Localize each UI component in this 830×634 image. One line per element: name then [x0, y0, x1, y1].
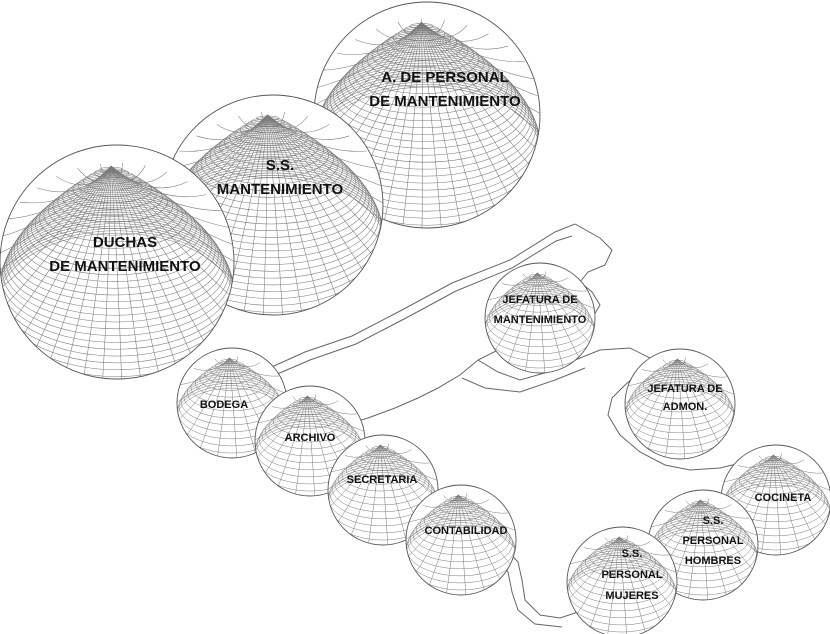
circulation-path-upper-edge: [267, 235, 573, 379]
zone-label-line: DE MANTENIMIENTO: [49, 258, 201, 275]
zone-label-line: S.S.: [266, 157, 294, 174]
circulation-path-upper: [264, 223, 613, 426]
zone-label-line: BODEGA: [200, 399, 248, 411]
zone-label-secretaria: SECRETARIA: [347, 474, 418, 486]
sphere-mesh: [567, 535, 677, 634]
zone-label-duchas: DUCHAS DE MANTENIMIENTO: [49, 234, 201, 275]
zone-label-line: PERSONAL: [601, 569, 662, 581]
zone-label-ss-hombres: S.S. PERSONAL HOMBRES: [682, 515, 743, 567]
sphere-duchas: DUCHAS DE MANTENIMIENTO: [0, 144, 235, 380]
zone-label-jefatura-mant: JEFATURA DE MANTENIMIENTO: [494, 294, 587, 326]
zone-label-line: CONTABILIDAD: [425, 525, 508, 537]
sphere-outline: [624, 348, 736, 460]
sphere-outline: [0, 144, 235, 380]
zone-label-ss-mujeres: S.S. PERSONAL MUJERES: [601, 548, 662, 602]
zone-label-bodega: BODEGA: [200, 399, 248, 411]
sphere-jefatura-mant: JEFATURA DE MANTENIMIENTO: [484, 262, 596, 374]
circulation-path-lower: [504, 547, 601, 619]
zone-label-line: JEFATURA DE: [647, 383, 722, 395]
zone-label-line: MUJERES: [605, 590, 658, 602]
zone-label-line: A. DE PERSONAL: [381, 69, 509, 86]
sphere-mesh: [625, 357, 735, 459]
zone-label-contabilidad: CONTABILIDAD: [425, 525, 508, 537]
zone-label-line: S.S.: [622, 548, 643, 560]
zone-label-line: DE MANTENIMIENTO: [369, 93, 521, 110]
zone-label-line: MANTENIMIENTO: [217, 181, 344, 198]
circulation-path-right-edge: [461, 367, 586, 393]
sphere-jefatura-admon: JEFATURA DE ADMON.: [624, 348, 736, 460]
zone-label-line: S.S.: [703, 515, 724, 527]
zone-label-line: PERSONAL: [682, 535, 743, 547]
zone-label-line: JEFATURA DE: [502, 294, 577, 306]
zone-label-line: ADMON.: [663, 401, 708, 413]
zone-label-ss-mant: S.S. MANTENIMIENTO: [217, 157, 344, 198]
sphere-contabilidad: CONTABILIDAD: [405, 484, 517, 596]
zone-label-archivo: ARCHIVO: [285, 432, 336, 444]
sphere-outline: [566, 526, 678, 634]
sphere-mesh: [406, 493, 516, 595]
sphere-mesh: [314, 19, 540, 228]
sphere-mesh: [721, 453, 830, 555]
sphere-mesh: [0, 162, 234, 379]
zone-label-line: MANTENIMIENTO: [494, 314, 587, 326]
zone-label-line: ARCHIVO: [285, 432, 336, 444]
zone-label-line: COCINETA: [755, 492, 812, 504]
sphere-outline: [405, 484, 517, 596]
zone-label-line: SECRETARIA: [347, 474, 418, 486]
zone-label-cocineta: COCINETA: [755, 492, 812, 504]
zone-label-personal: A. DE PERSONAL DE MANTENIMIENTO: [369, 69, 521, 110]
zone-label-line: DUCHAS: [93, 234, 157, 251]
sphere-outline: [484, 262, 596, 374]
sphere-ss-mujeres: S.S. PERSONAL MUJERES: [566, 526, 678, 634]
zone-label-line: HOMBRES: [685, 555, 741, 567]
zone-label-jefatura-admon: JEFATURA DE ADMON.: [647, 383, 722, 413]
